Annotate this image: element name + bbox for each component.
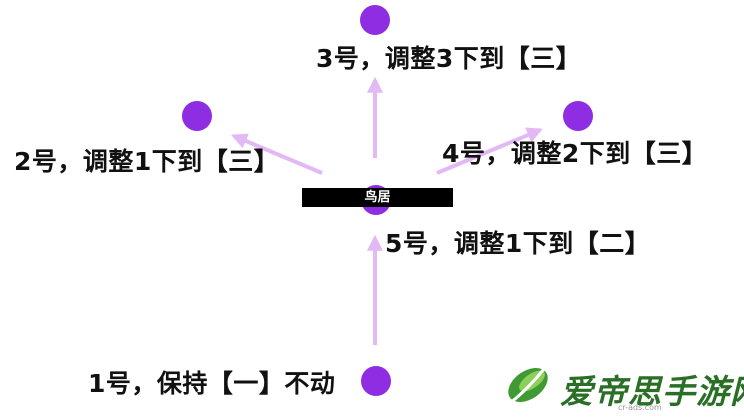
node-4-label: 4号，调整2下到【三】: [442, 139, 708, 168]
node-3-label: 3号，调整3下到【三】: [316, 44, 582, 73]
arrow-to-4: [436, 127, 543, 175]
watermark: 爱帝思手游网 cr-ads.com: [500, 357, 744, 415]
arrow-to-2: [231, 133, 323, 175]
node-3-dot: [360, 5, 390, 35]
leaf-logo-icon: [508, 367, 548, 405]
node-2-dot: [182, 101, 212, 131]
node-2-label: 2号，调整1下到【三】: [14, 147, 280, 176]
torii-gate-bar: 鸟居: [302, 188, 453, 207]
watermark-text: 爱帝思手游网: [560, 372, 744, 411]
watermark-url: cr-ads.com: [618, 403, 662, 412]
node-4-dot: [563, 101, 593, 131]
node-1-label: 1号，保持【一】不动: [88, 369, 336, 398]
gate-label: 鸟居: [364, 190, 391, 205]
node-1-dot: [361, 366, 391, 396]
node-5-label: 5号，调整1下到【二】: [385, 229, 651, 258]
